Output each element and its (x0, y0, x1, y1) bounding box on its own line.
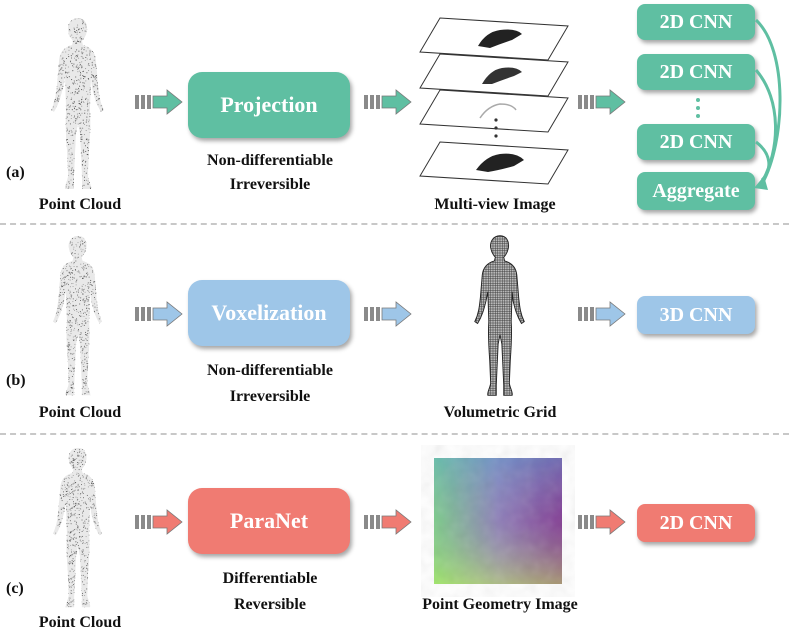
point-cloud-figure-b (52, 235, 103, 396)
arrow-b3 (578, 301, 626, 327)
arrow-a3 (578, 89, 626, 115)
ellipsis-dot (696, 98, 700, 102)
point-cloud-figure-a (51, 18, 104, 189)
arrow-c2 (364, 509, 412, 535)
row-b-output-label: Volumetric Grid (443, 404, 557, 421)
row-a-prop-1: Non-differentiable (207, 152, 333, 169)
row-b-prop-2: Irreversible (229, 388, 311, 405)
row-c-output-label: Point Geometry Image (422, 596, 578, 613)
point-geometry-image (434, 458, 562, 584)
view-plane-3 (419, 89, 569, 133)
row-c-input-label: Point Cloud (38, 614, 122, 631)
paranet-box: ParaNet (188, 488, 350, 554)
cnn-2d-box-1: 2D CNN (637, 4, 755, 40)
arrow-a2 (364, 89, 412, 115)
view-plane-2 (419, 53, 569, 97)
separator-bc (0, 433, 789, 435)
row-c-tag: (c) (6, 580, 24, 597)
row-a-input-label: Point Cloud (38, 196, 122, 213)
row-a-prop-2: Irreversible (229, 176, 311, 193)
arrow-b1 (135, 301, 183, 327)
cnn-2d-box-3: 2D CNN (637, 124, 755, 160)
row-a-tag: (a) (6, 164, 25, 181)
ellipsis-dot (494, 126, 498, 130)
row-c-prop-2: Reversible (234, 596, 306, 613)
arrow-a1 (135, 89, 183, 115)
ellipsis-dot (494, 118, 498, 122)
row-c-prop-1: Differentiable (222, 570, 318, 587)
point-cloud-figure-c (52, 447, 103, 608)
arrow-c1 (135, 509, 183, 535)
arrow-b2 (364, 301, 412, 327)
cnn-2d-box-2: 2D CNN (637, 54, 755, 90)
view-plane-1 (419, 17, 569, 61)
row-b-tag: (b) (6, 372, 26, 389)
ellipsis-dot (696, 106, 700, 110)
view-plane-4 (419, 141, 569, 185)
row-b-prop-1: Non-differentiable (207, 362, 333, 379)
multi-view-image-stack (419, 17, 569, 185)
cnn-3d-box: 3D CNN (637, 296, 755, 334)
separator-ab (0, 223, 789, 225)
aggregate-connectors (696, 18, 782, 190)
volumetric-grid-figure (474, 235, 525, 396)
row-b-input-label: Point Cloud (38, 404, 122, 421)
projection-box: Projection (188, 72, 350, 138)
row-a-output-label: Multi-view Image (434, 196, 556, 213)
cnn-2d-box-c: 2D CNN (637, 504, 755, 542)
voxelization-box: Voxelization (188, 280, 350, 346)
aggregate-box: Aggregate (637, 172, 755, 210)
ellipsis-dot (494, 134, 498, 138)
ellipsis-dot (696, 114, 700, 118)
arrow-c3 (578, 509, 626, 535)
